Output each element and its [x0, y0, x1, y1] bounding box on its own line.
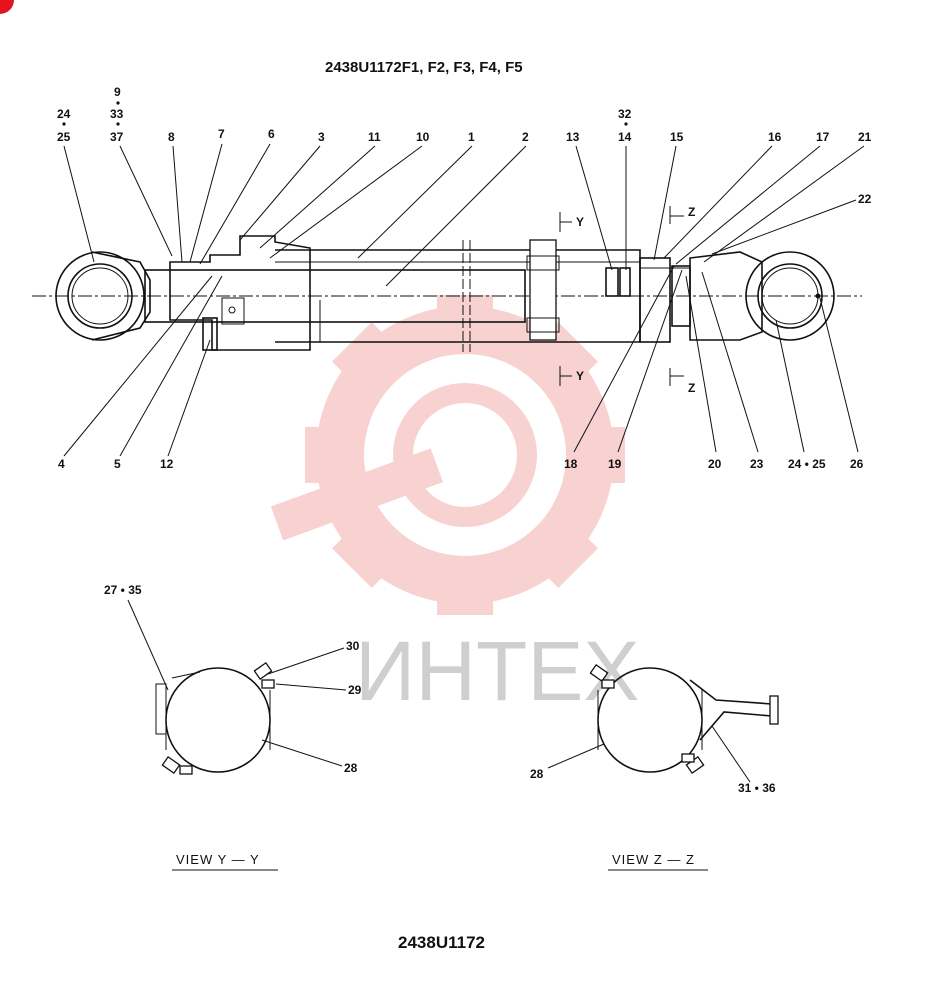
- drawing-number: 2438U1172: [398, 933, 485, 952]
- callout-6: 6: [199, 127, 275, 265]
- view-z-z-drawing: [589, 663, 779, 775]
- section-marker-y-bottom: Y: [559, 366, 584, 386]
- svg-text:29: 29: [348, 683, 362, 697]
- callout-1: 1: [357, 130, 475, 259]
- svg-text:20: 20: [708, 457, 722, 471]
- callout-27-35: 27 • 35: [104, 583, 169, 691]
- svg-text:21: 21: [858, 130, 872, 144]
- svg-text:19: 19: [608, 457, 622, 471]
- view-z-z-label: VIEW Z — Z: [608, 852, 708, 871]
- callout-21: 21: [703, 130, 872, 263]
- svg-text:16: 16: [768, 130, 782, 144]
- callout-15: 15: [653, 130, 684, 261]
- callout-28-left: 28: [261, 739, 358, 775]
- watermark-gear-icon: [270, 295, 625, 615]
- callout-28-right: 28: [530, 743, 605, 781]
- svg-text:22: 22: [858, 192, 872, 206]
- svg-text:28: 28: [530, 767, 544, 781]
- callout-29: 29: [275, 683, 362, 697]
- svg-text:33: 33: [110, 107, 124, 121]
- svg-text:30: 30: [346, 639, 360, 653]
- svg-text:Y: Y: [576, 369, 584, 383]
- svg-text:28: 28: [344, 761, 358, 775]
- svg-text:1: 1: [468, 130, 475, 144]
- svg-text:18: 18: [564, 457, 578, 471]
- svg-text:11: 11: [368, 130, 381, 144]
- callout-24-25-right: 24 • 25: [775, 319, 826, 471]
- svg-text:15: 15: [670, 130, 684, 144]
- svg-text:23: 23: [750, 457, 764, 471]
- callout-3: 3: [239, 130, 325, 241]
- svg-text:26: 26: [850, 457, 864, 471]
- svg-text:Y: Y: [576, 215, 584, 229]
- callout-11: 11: [259, 130, 381, 249]
- svg-text:6: 6: [268, 127, 275, 141]
- svg-text:25: 25: [57, 130, 71, 144]
- callout-5: 5: [114, 275, 223, 471]
- callout-12: 12: [160, 339, 211, 471]
- svg-text:24 • 25: 24 • 25: [788, 457, 826, 471]
- svg-text:7: 7: [218, 127, 225, 141]
- callout-13: 13: [566, 130, 613, 271]
- callout-20: 20: [685, 275, 722, 471]
- callout-17: 17: [675, 130, 830, 265]
- svg-text:37: 37: [110, 130, 124, 144]
- callout-22: 22: [711, 192, 872, 255]
- view-y-y-label: VIEW Y — Y: [172, 852, 278, 871]
- callout-2: 2: [385, 130, 529, 287]
- svg-text:27 • 35: 27 • 35: [104, 583, 142, 597]
- svg-text:VIEW Y — Y: VIEW Y — Y: [176, 852, 260, 867]
- callout-32-14: 32 14: [618, 107, 632, 270]
- svg-text:VIEW Z — Z: VIEW Z — Z: [612, 852, 695, 867]
- svg-text:4: 4: [58, 457, 65, 471]
- svg-text:5: 5: [114, 457, 121, 471]
- callout-4: 4: [58, 275, 213, 471]
- svg-text:32: 32: [618, 107, 632, 121]
- callout-10: 10: [269, 130, 430, 259]
- callout-26: 26: [819, 297, 864, 471]
- svg-text:8: 8: [168, 130, 175, 144]
- callout-24-25-left: 24 25: [57, 107, 95, 263]
- svg-text:10: 10: [416, 130, 430, 144]
- svg-text:31 • 36: 31 • 36: [738, 781, 776, 795]
- callout-16: 16: [663, 130, 782, 259]
- callout-8: 8: [168, 130, 183, 263]
- svg-text:24: 24: [57, 107, 71, 121]
- svg-text:Z: Z: [688, 205, 695, 219]
- callout-31-36: 31 • 36: [711, 725, 776, 795]
- callout-23: 23: [701, 271, 764, 471]
- section-marker-z-top: Z: [669, 205, 695, 224]
- svg-text:9: 9: [114, 85, 121, 99]
- callout-30: 30: [267, 639, 360, 675]
- callout-18: 18: [564, 265, 675, 471]
- section-marker-y-top: Y: [559, 212, 584, 232]
- callout-9-33-37: 9 33 37: [110, 85, 173, 257]
- svg-text:Z: Z: [688, 381, 695, 395]
- svg-text:14: 14: [618, 130, 632, 144]
- callout-7: 7: [189, 127, 225, 263]
- corner-mark: [0, 0, 14, 14]
- view-y-y-drawing: [155, 661, 275, 775]
- svg-text:12: 12: [160, 457, 174, 471]
- cylinder-assembly: [32, 235, 862, 352]
- section-marker-z-bottom: Z: [669, 368, 695, 395]
- svg-text:13: 13: [566, 130, 580, 144]
- svg-text:3: 3: [318, 130, 325, 144]
- svg-text:2: 2: [522, 130, 529, 144]
- callout-19: 19: [608, 269, 683, 471]
- drawing-title: 2438U1172F1, F2, F3, F4, F5: [325, 59, 523, 76]
- svg-text:17: 17: [816, 130, 830, 144]
